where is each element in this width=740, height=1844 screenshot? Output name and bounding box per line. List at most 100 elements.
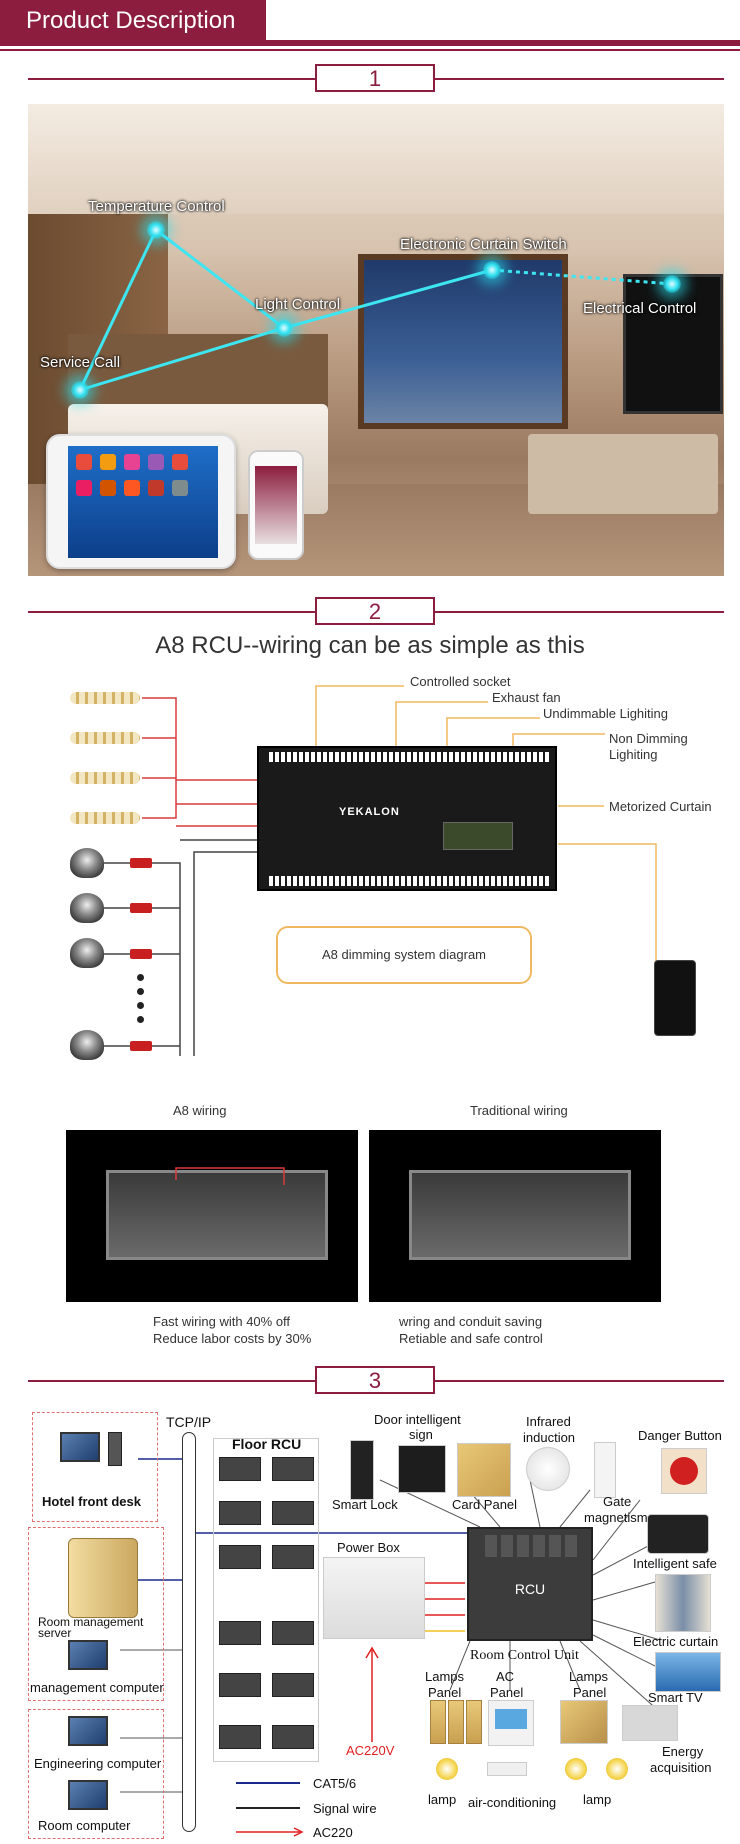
infrared-label-2: induction <box>523 1430 576 1445</box>
light-node-icon <box>275 319 293 337</box>
headboard <box>68 334 328 414</box>
energy-label-1: Energy <box>662 1744 704 1759</box>
a8-wiring-title: A8 wiring <box>173 1103 227 1118</box>
bulb-icon <box>436 1758 458 1780</box>
tcpip-label: TCP/IP <box>166 1414 212 1430</box>
floor-rcu-module <box>272 1725 314 1749</box>
management-computer-label: management computer <box>30 1680 164 1695</box>
rcu-unit-label: Room Control Unit <box>470 1648 579 1663</box>
ellipsis-dot-icon <box>137 974 144 981</box>
server-icon <box>68 1538 138 1618</box>
danger-button-label: Danger Button <box>638 1428 722 1443</box>
card-panel-label: Card Panel <box>452 1497 518 1512</box>
ellipsis-dot-icon <box>137 988 144 995</box>
tablet-screen <box>68 446 218 558</box>
terminal-row <box>269 876 549 886</box>
rcu-vents <box>485 1535 579 1557</box>
lamps-panel-left-label-1: Lamps <box>425 1669 465 1684</box>
rcu-label: RCU <box>514 1581 546 1597</box>
lamp-panel-icon <box>466 1700 482 1744</box>
intelligent-safe-label: Intelligent safe <box>633 1556 717 1571</box>
floor-rcu-module <box>272 1673 314 1697</box>
legend-signal-label: Signal wire <box>313 1801 377 1816</box>
downlight-icon <box>70 1030 104 1060</box>
room-management-label: Room management <box>38 1615 144 1629</box>
infrared-sensor-icon <box>526 1447 570 1491</box>
floor-rcu-module <box>272 1457 314 1481</box>
a8-caption-1: Fast wiring with 40% off <box>153 1314 291 1329</box>
floor-rcu-module <box>272 1501 314 1525</box>
app-tile-icon <box>76 480 92 496</box>
gate-label-1: Gate <box>603 1494 632 1509</box>
led-strip-icon <box>70 692 140 704</box>
window <box>358 254 568 429</box>
wiring-diagram-lines <box>100 685 657 1056</box>
door-sign-label-1: Door intelligent <box>374 1412 461 1427</box>
hotel-room-photo: Temperature Control Electronic Curtain S… <box>28 104 724 576</box>
danger-button-icon <box>661 1448 707 1494</box>
ac220v-label: AC220V <box>346 1743 395 1758</box>
section-number-badge: 3 <box>315 1366 435 1394</box>
smart-tv-icon <box>655 1652 721 1692</box>
section-number-badge: 1 <box>315 64 435 92</box>
curtain-switch-label: Electronic Curtain Switch <box>400 236 567 253</box>
traditional-wiring-title: Traditional wiring <box>470 1103 568 1118</box>
phone-screen <box>255 466 297 544</box>
nondimming-label-1: Non Dimming <box>609 731 688 746</box>
temperature-control-label: Temperature Control <box>88 198 225 215</box>
power-box-icon <box>323 1557 425 1639</box>
diagram-caption-box: A8 dimming system diagram <box>276 926 532 984</box>
connection-lines <box>78 228 673 392</box>
legend-cat-label: CAT5/6 <box>313 1776 357 1791</box>
light-control-label: Light Control <box>255 296 341 313</box>
app-tile-icon <box>172 480 188 496</box>
downlight-icon <box>70 848 104 878</box>
electrical-node-icon <box>663 275 681 293</box>
management-group <box>28 1527 164 1701</box>
header-rule-thin <box>0 49 740 51</box>
energy-label-2: acquisition <box>650 1760 712 1775</box>
app-tile-icon <box>100 454 116 470</box>
bulb-icon <box>606 1758 628 1780</box>
app-tile-icon <box>100 480 116 496</box>
floor-rcu-module <box>219 1673 261 1697</box>
room-pc-icon <box>68 1780 108 1810</box>
rcu-unit-icon: RCU <box>467 1527 593 1641</box>
bulb-icon <box>565 1758 587 1780</box>
lamp-panel-right-icon <box>560 1700 608 1744</box>
system-topology-lines <box>120 1458 676 1837</box>
legend-ac-label: AC220 <box>313 1825 353 1840</box>
floor-rcu-module <box>219 1501 261 1525</box>
smart-lock-label: Smart Lock <box>332 1497 398 1512</box>
lamps-panel-left-label-2: Panel <box>428 1685 462 1700</box>
lamp-right-label: lamp <box>583 1792 612 1807</box>
ac-panel-label-2: Panel <box>490 1685 524 1700</box>
driver-icon <box>130 1041 152 1051</box>
floor-rcu-module <box>219 1725 261 1749</box>
floor-rcu-module <box>219 1621 261 1645</box>
app-tile-icon <box>148 480 164 496</box>
downlight-icon <box>70 893 104 923</box>
exhaust-fan-label: Exhaust fan <box>492 690 561 705</box>
page-title: Product Description <box>0 0 266 40</box>
ac-panel-icon <box>488 1700 534 1746</box>
lamp-panel-icon <box>448 1700 464 1744</box>
downlight-icon <box>70 938 104 968</box>
pc-tower-icon <box>108 1432 122 1466</box>
traditional-caption-2: Retiable and safe control <box>399 1331 543 1346</box>
ceiling <box>28 104 724 214</box>
service-call-label: Service Call <box>40 354 121 371</box>
door-sign-label-2: sign <box>409 1427 433 1442</box>
energy-meter-icon <box>622 1705 678 1741</box>
room-pc-group <box>28 1709 164 1839</box>
door-sign-icon <box>398 1445 446 1493</box>
ac-panel-label-1: AC <box>496 1669 515 1684</box>
electric-curtain-label: Electric curtain <box>633 1634 719 1649</box>
a8-wiring-path <box>175 1167 285 1185</box>
management-pc-icon <box>68 1640 108 1670</box>
app-tile-icon <box>124 454 140 470</box>
floorplan-room <box>409 1170 631 1260</box>
service-node-icon <box>71 381 89 399</box>
a8-floorplan <box>66 1130 358 1302</box>
infrared-label-1: Infrared <box>526 1414 571 1429</box>
